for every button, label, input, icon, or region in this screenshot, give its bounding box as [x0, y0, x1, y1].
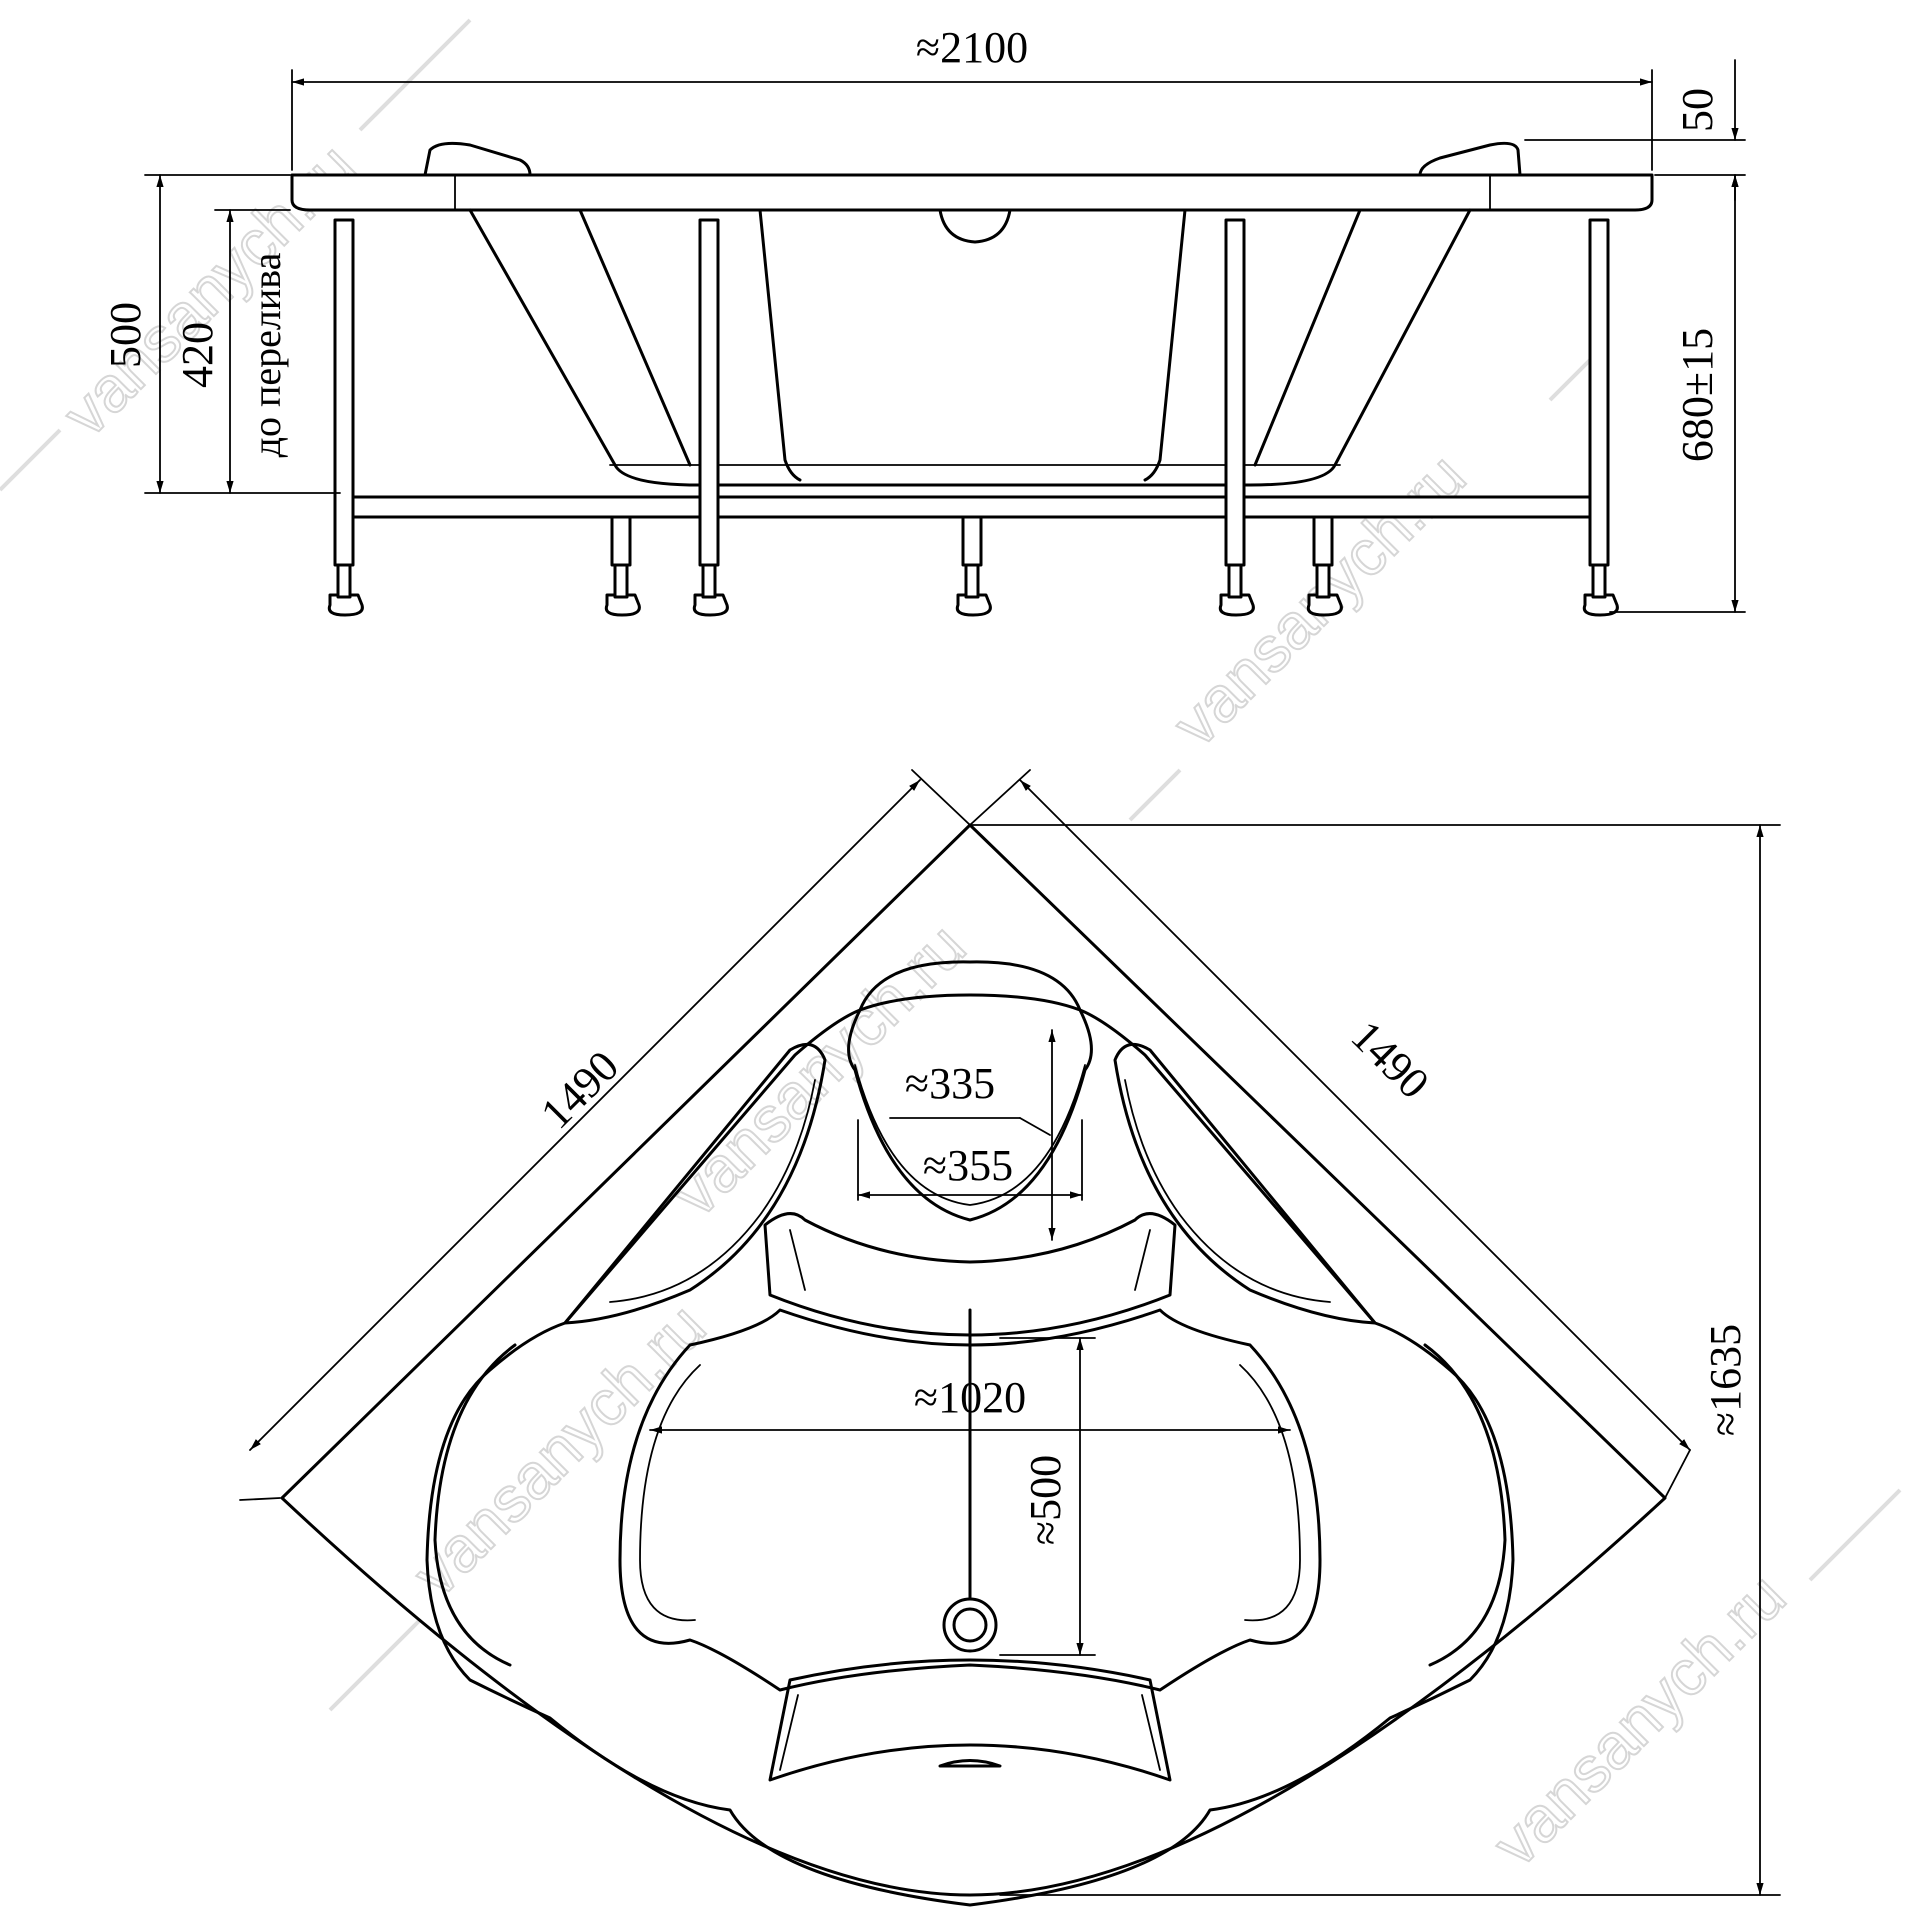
- frame-leg: [955, 515, 992, 617]
- overflow-note-label: до перелива: [244, 252, 289, 457]
- lower-seat-ledge: [768, 1658, 1172, 1782]
- frame-leg: [327, 218, 364, 617]
- watermark-line: [1808, 1488, 1902, 1582]
- watermark-text: vansanych.ru: [1479, 1560, 1799, 1880]
- frame-leg: [692, 218, 729, 617]
- inner-seat-left-2: [758, 208, 802, 482]
- inner-seat-right: [1253, 208, 1362, 467]
- frame-legs: [327, 218, 1619, 617]
- watermark-line: [358, 18, 472, 132]
- bowl-to-drain-label: ≈500: [1021, 1455, 1070, 1545]
- headrest-left: [423, 141, 532, 177]
- right-headrest-outline: [1113, 1042, 1377, 1325]
- height-to-rim-label: 500: [101, 302, 150, 368]
- rim-offset-label: 50: [1673, 88, 1722, 132]
- headrest-width-label: ≈355: [923, 1141, 1013, 1190]
- right-side-length-label: 1490: [1342, 1011, 1439, 1108]
- bowl-width-label: ≈1020: [914, 1373, 1026, 1422]
- drain: [942, 1597, 998, 1653]
- bowl-outline: [468, 208, 1472, 487]
- main-bowl-outline: [618, 1308, 1322, 1692]
- bathtub-rim: [290, 173, 1654, 212]
- overflow-fitting: [938, 208, 1012, 244]
- right-armrest: [1423, 1343, 1507, 1667]
- frame-leg: [1218, 218, 1255, 617]
- top-view: 1490 1490 ≈1635 ≈335 ≈355 ≈1020 ≈500: [239, 769, 1781, 1907]
- width-dimension-label: ≈2100: [916, 23, 1028, 72]
- support-frame-bar: [343, 495, 1602, 519]
- inner-seat-left: [578, 208, 692, 467]
- inner-seat-right-2: [1143, 208, 1187, 482]
- watermark-line: [1128, 768, 1182, 822]
- watermark-line: [0, 428, 62, 492]
- overflow-bottom: [938, 1759, 1002, 1768]
- left-side-length-label: 1490: [531, 1041, 628, 1138]
- tub-outline: [280, 823, 1667, 1897]
- side-view: ≈2100 50 680±15 500 420 до перелива: [101, 23, 1746, 617]
- total-height-label: 680±15: [1673, 328, 1722, 462]
- height-to-overflow-label: 420: [173, 322, 222, 388]
- headrest-depth-label: ≈335: [905, 1059, 995, 1108]
- frame-leg: [604, 515, 641, 617]
- frame-leg: [1582, 218, 1619, 617]
- watermark-line: [328, 1618, 422, 1712]
- headrest-right: [1418, 141, 1522, 177]
- depth-label: ≈1635: [1701, 1324, 1750, 1436]
- frame-leg: [1306, 515, 1343, 617]
